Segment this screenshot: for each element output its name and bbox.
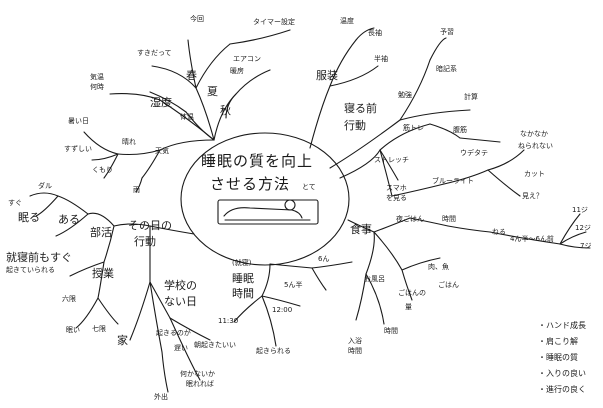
node-gaishutsu: 外出 <box>154 393 168 401</box>
node-niku: 肉、魚 <box>428 263 449 271</box>
node-natsu: 夏 <box>207 85 218 98</box>
node-jugyou: 授業 <box>92 267 114 280</box>
legend-item: ・進行の良く <box>538 385 586 394</box>
node-haru: 春 <box>186 69 197 82</box>
node-t11: 11ジ <box>572 206 588 214</box>
node-nyuyoku2: 時間 <box>348 347 362 355</box>
node-kion: 気温 <box>90 73 104 81</box>
node-gakkou2: ない日 <box>164 295 197 308</box>
node-asa: 暑い日 <box>68 117 89 125</box>
node-aki: 秋 <box>220 104 231 117</box>
node-aru: ある <box>58 213 80 226</box>
legend-item: ・肩こり解 <box>538 337 578 346</box>
node-shukudai2: 起きていられる <box>6 266 55 274</box>
node-ondo: 温度 <box>340 17 354 25</box>
center-title-tail: とて <box>302 183 316 191</box>
node-nanji: 何時 <box>90 83 104 91</box>
node-timer: タイマー設定 <box>253 18 295 26</box>
node-t1130: 11:30 <box>218 317 239 325</box>
node-fukkin: 腹筋 <box>453 126 467 134</box>
legend-list: ・ハンド成長 ・肩こり解 ・睡眠の質 ・入りの良い ・進行の良く <box>538 322 586 394</box>
node-kyoushitsu: 予習 <box>440 28 454 36</box>
legend-item: ・ハンド成長 <box>538 321 586 330</box>
node-danbou: 暖房 <box>230 67 244 75</box>
node-t7: 7ジ <box>580 242 592 250</box>
node-bukatsu: 部活 <box>90 226 112 239</box>
node-kikin: すぐ <box>8 199 22 207</box>
node-shushin1: (就寝) <box>232 259 252 267</box>
node-ikkai: 何かないか <box>180 370 215 378</box>
node-gohan: 5ん半 <box>284 281 303 289</box>
node-ie: 家 <box>117 334 128 347</box>
node-onaji2: 行動 <box>134 235 156 248</box>
node-anki: 暗記系 <box>436 65 457 73</box>
node-shukudai1: 就寝前もすぐ <box>6 251 72 264</box>
node-taion: 体温 <box>180 113 194 121</box>
node-jikan: 時間 <box>442 215 456 223</box>
node-sumaho1: スマホ <box>386 184 407 192</box>
node-sumaho2: を見る <box>386 194 407 202</box>
center-bubble <box>180 132 350 266</box>
node-asagohan: 朝起きたいい <box>194 341 236 349</box>
node-t12: 12ジ <box>575 224 591 232</box>
node-kumori: くもり <box>92 166 113 174</box>
node-bluelight: ブルーライト <box>432 177 474 185</box>
node-ofuro: お風呂 <box>364 275 385 283</box>
node-udetate: ウデタテ <box>460 149 488 157</box>
node-neru: ねる <box>492 228 506 236</box>
node-samui: すずしい <box>64 145 92 153</box>
node-t1200: 12:00 <box>272 306 293 314</box>
node-yojikan: 4ん半〜6ん前 <box>510 235 554 243</box>
node-kinniku: 筋トレ <box>403 124 424 132</box>
node-okiru1: 起きるのが <box>156 329 191 337</box>
node-kongou: 今回 <box>190 15 204 23</box>
node-shitsudo: 湿度 <box>150 96 172 109</box>
node-hansode: 半袖 <box>374 55 388 63</box>
node-nagasode: 長袖 <box>368 29 382 37</box>
node-onaji1: その日の <box>128 219 172 232</box>
node-ikkai2: 眠れれば <box>186 380 214 388</box>
node-nemuru: 眠る <box>18 211 40 224</box>
node-benkyou: 勉強 <box>398 91 412 99</box>
node-yoku: ダル <box>38 182 52 190</box>
node-nerumae1: 寝る前 <box>344 102 377 115</box>
node-nakanaka: なかなか <box>520 130 548 138</box>
node-rokugen: 六限 <box>62 295 76 303</box>
node-okitatsu: 起きられる <box>256 347 291 355</box>
node-stretch: ストレッチ <box>374 156 409 164</box>
node-gohan2: ごはん <box>438 281 459 289</box>
node-nemui: 眠い <box>66 326 80 334</box>
node-keisan: 計算 <box>464 93 478 101</box>
node-gohanno: ごはんの <box>398 289 426 297</box>
node-shokuji: 食事 <box>350 223 372 236</box>
center-title-line1: 睡眠の質を向上 <box>201 152 314 170</box>
node-shushin2: 睡眠 <box>232 272 254 285</box>
legend-item: ・入りの良い <box>538 369 586 378</box>
node-tenki: 天気 <box>155 147 169 155</box>
node-fukuso: 服装 <box>316 69 338 82</box>
center-title-line2: させる方法 <box>210 175 291 193</box>
node-ame: 雨 <box>133 186 140 194</box>
node-cut: カット <box>524 170 545 178</box>
node-mieru: 見え？ <box>522 192 543 200</box>
node-okiru2: 遅い <box>174 344 188 352</box>
node-sukidatte: すきだって <box>137 49 172 57</box>
legend-item: ・睡眠の質 <box>538 353 578 362</box>
node-ryou: 量 <box>405 303 412 311</box>
node-nerumae2: 行動 <box>344 119 366 132</box>
node-nyuyoku1: 入浴 <box>348 337 362 345</box>
node-jikan2: 時間 <box>384 327 398 335</box>
node-hare: 晴れ <box>122 138 136 146</box>
node-nerarenai: ねられない <box>518 142 553 150</box>
node-shushin3: 時間 <box>232 287 254 300</box>
node-aircon: エアコン <box>233 55 261 63</box>
node-nagen: 七限 <box>92 325 106 333</box>
node-rokuh: 6ん <box>318 255 330 263</box>
node-yuugohan: 夜ごはん <box>396 215 424 223</box>
node-gakkou1: 学校の <box>164 279 197 292</box>
bed-drawing-icon <box>217 199 319 225</box>
